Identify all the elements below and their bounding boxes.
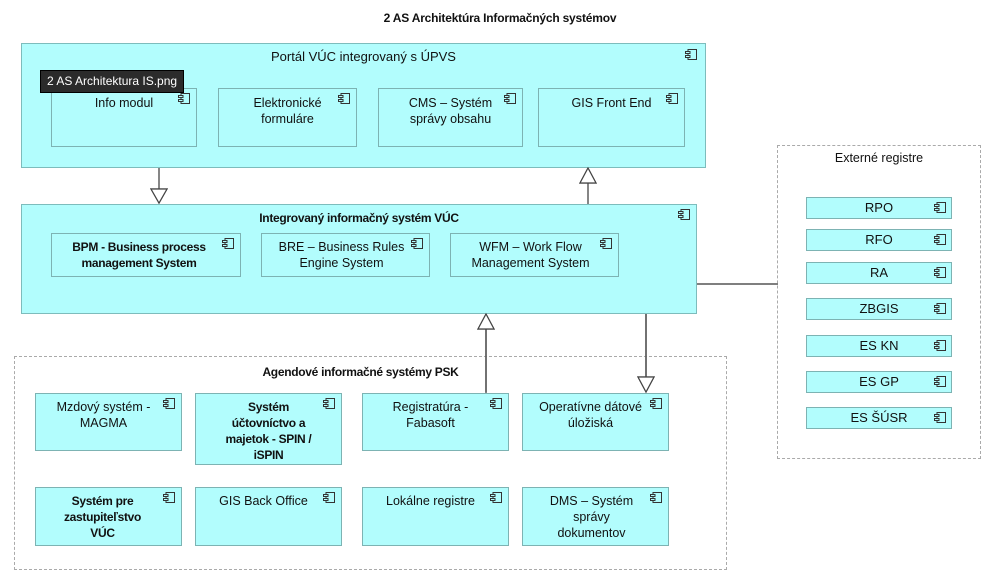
integrated-module-bpm[interactable]: BPM - Business process management System (51, 233, 241, 277)
module-label: Lokálne registre (386, 494, 475, 508)
agenda-module-registratura[interactable]: Registratúra - Fabasoft (362, 393, 509, 451)
component-icon (163, 492, 175, 503)
component-icon (934, 202, 946, 213)
register-es-kn[interactable]: ES KN (806, 335, 952, 357)
arrowhead-down-portal-integrated (149, 188, 169, 205)
component-icon (934, 234, 946, 245)
component-icon (411, 238, 423, 249)
component-icon (934, 340, 946, 351)
module-label: GIS Front End (571, 96, 652, 110)
register-rfo[interactable]: RFO (806, 229, 952, 251)
register-label: ZBGIS (859, 301, 899, 316)
module-label: GIS Back Office (219, 494, 308, 508)
agenda-systems-group[interactable]: Agendové informačné systémy PSK (14, 356, 727, 570)
agenda-systems-label: Agendové informačné systémy PSK (262, 365, 459, 379)
component-icon (178, 93, 190, 104)
portal-module-info-modul[interactable]: Info modul (51, 88, 197, 147)
component-icon (678, 209, 690, 220)
register-label: RFO (865, 232, 893, 247)
integrated-module-bre[interactable]: BRE – Business Rules Engine System (261, 233, 430, 277)
portal-module-cms[interactable]: CMS – Systém správy obsahu (378, 88, 523, 147)
integrated-is-label: Integrovaný informačný systém VÚC (259, 211, 459, 225)
register-es-susr[interactable]: ES ŠÚSR (806, 407, 952, 429)
module-label: DMS – Systém správy dokumentov (549, 494, 634, 540)
register-label: ES ŠÚSR (850, 410, 908, 425)
module-label: Elektronické formuláre (253, 96, 322, 126)
agenda-module-lokalne-registre[interactable]: Lokálne registre (362, 487, 509, 546)
register-ra[interactable]: RA (806, 262, 952, 284)
portal-module-gis-front-end[interactable]: GIS Front End (538, 88, 685, 147)
agenda-module-dms[interactable]: DMS – Systém správy dokumentov (522, 487, 669, 546)
module-label: Registratúra - Fabasoft (392, 400, 469, 430)
module-label: BRE – Business Rules Engine System (278, 240, 405, 270)
component-icon (338, 93, 350, 104)
component-icon (934, 303, 946, 314)
module-label: WFM – Work Flow Management System (471, 240, 590, 270)
diagram-title: 2 AS Architektúra Informačných systémov (0, 11, 1004, 25)
module-label: Operatívne dátové úložiská (539, 400, 642, 430)
integrated-is-component[interactable]: Integrovaný informačný systém VÚC BPM - … (21, 204, 697, 314)
component-icon (934, 267, 946, 278)
agenda-module-operativne-ulozisko[interactable]: Operatívne dátové úložiská (522, 393, 669, 451)
component-icon (650, 398, 662, 409)
component-icon (685, 49, 697, 60)
register-label: RPO (864, 200, 894, 215)
agenda-module-uctovnictvo[interactable]: Systém účtovníctvo a majetok - SPIN / iS… (195, 393, 342, 465)
integrated-module-wfm[interactable]: WFM – Work Flow Management System (450, 233, 619, 277)
agenda-module-zastupitelstvo[interactable]: Systém pre zastupiteľstvo VÚC (35, 487, 182, 546)
module-label: BPM - Business process management System (72, 240, 206, 270)
connector-portal-to-integrated (149, 167, 169, 205)
module-label: Systém účtovníctvo a majetok - SPIN / iS… (225, 400, 312, 462)
component-icon (323, 492, 335, 503)
arrowhead-up-registratura-integrated (477, 312, 495, 330)
filename-tooltip: 2 AS Architektura IS.png (40, 70, 185, 93)
component-icon (490, 398, 502, 409)
module-label: Info modul (94, 96, 154, 110)
register-zbgis[interactable]: ZBGIS (806, 298, 952, 320)
register-label: ES GP (859, 374, 899, 389)
connector-integrated-to-portal (579, 166, 597, 204)
component-icon (650, 492, 662, 503)
component-icon (222, 238, 234, 249)
component-icon (934, 412, 946, 423)
agenda-module-gis-back-office[interactable]: GIS Back Office (195, 487, 342, 546)
portal-module-elektronicke-formulare[interactable]: Elektronické formuláre (218, 88, 357, 147)
portal-vuc-component[interactable]: Portál VÚC integrovaný s ÚPVS Info modul… (21, 43, 706, 168)
register-rpo[interactable]: RPO (806, 197, 952, 219)
component-icon (323, 398, 335, 409)
module-label: Systém pre zastupiteľstvo VÚC (63, 494, 142, 540)
diagram-title-text: 2 AS Architektúra Informačných systémov (383, 11, 617, 25)
module-label: Mzdový systém - MAGMA (56, 400, 151, 430)
portal-vuc-label: Portál VÚC integrovaný s ÚPVS (271, 49, 456, 64)
component-icon (934, 376, 946, 387)
component-icon (504, 93, 516, 104)
external-registers-label: Externé registre (834, 151, 924, 165)
component-icon (666, 93, 678, 104)
external-registers-group[interactable]: Externé registre (777, 145, 981, 459)
component-icon (600, 238, 612, 249)
agenda-module-mzdovy-system[interactable]: Mzdový systém - MAGMA (35, 393, 182, 451)
register-label: ES KN (859, 338, 899, 353)
arrowhead-up-integrated-portal (579, 166, 597, 184)
register-label: RA (869, 265, 889, 280)
component-icon (490, 492, 502, 503)
component-icon (163, 398, 175, 409)
module-label: CMS – Systém správy obsahu (408, 96, 493, 126)
register-es-gp[interactable]: ES GP (806, 371, 952, 393)
